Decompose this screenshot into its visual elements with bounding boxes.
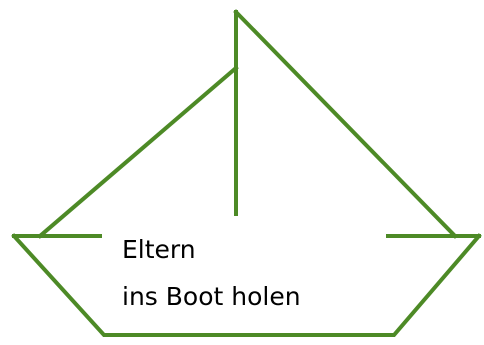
caption-text: Eltern ins Boot holen (122, 226, 301, 320)
left-sail-line (40, 68, 236, 236)
caption-line-2: ins Boot holen (122, 273, 301, 320)
right-sail-line (236, 12, 455, 236)
caption-line-1: Eltern (122, 226, 301, 273)
